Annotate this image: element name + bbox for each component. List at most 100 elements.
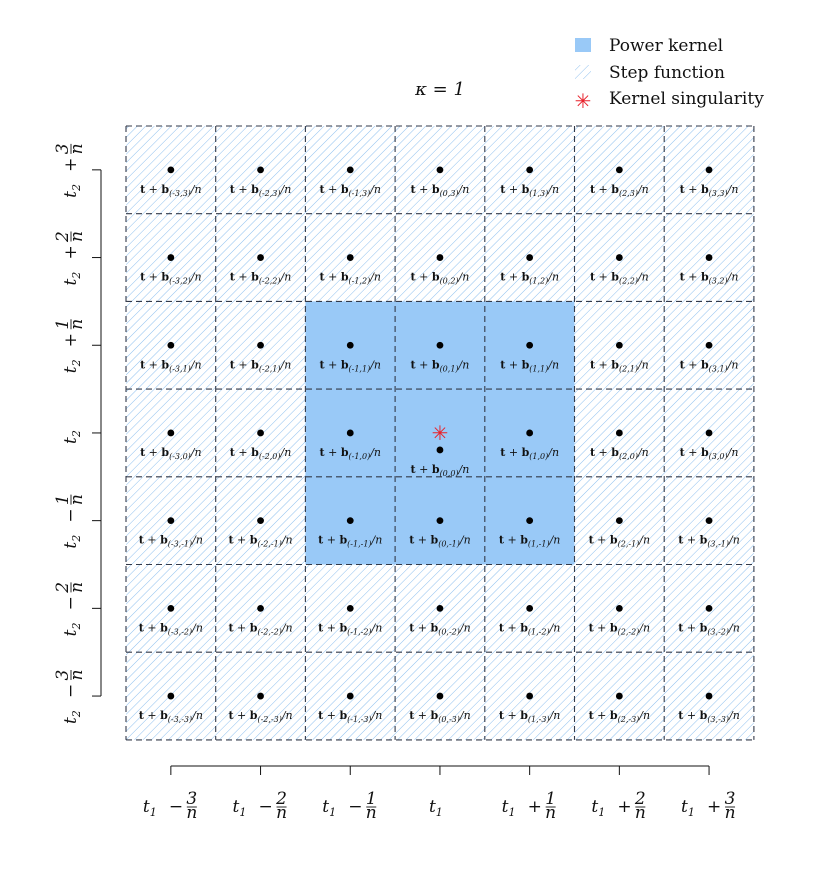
svg-text:t2: t2 — [61, 430, 83, 444]
svg-text:t1: t1 — [502, 797, 516, 819]
legend-step-function-label: Step function — [609, 63, 725, 83]
legend-power-kernel-label: Power kernel — [609, 36, 723, 56]
grid-point — [615, 517, 623, 525]
cell-label: t + b(-1,3)/n — [320, 183, 381, 198]
svg-text:3: 3 — [725, 789, 736, 809]
legend-singularity-star-icon: ✳ — [575, 89, 592, 113]
legend-singularity-label: Kernel singularity — [609, 89, 764, 109]
cell-label: t + b(2,3)/n — [590, 183, 649, 198]
cell-label: t + b(3,-1)/n — [678, 534, 739, 549]
cell-label: t + b(-1,2)/n — [320, 271, 381, 286]
grid-point — [346, 429, 354, 437]
svg-text:−: − — [169, 797, 183, 817]
cell-label: t + b(-3,-1)/n — [139, 534, 203, 549]
cell-label: t + b(-3,0)/n — [140, 446, 201, 461]
svg-text:n: n — [366, 803, 377, 823]
svg-text:t2: t2 — [61, 184, 83, 198]
grid-point — [346, 166, 354, 174]
grid-point — [436, 166, 444, 174]
cell-label: t + b(2,-1)/n — [589, 534, 650, 549]
cell-label: t + b(1,2)/n — [500, 271, 559, 286]
svg-text:1: 1 — [545, 789, 556, 809]
svg-text:+: + — [707, 797, 721, 817]
grid-point — [346, 692, 354, 700]
svg-text:1: 1 — [366, 789, 377, 809]
grid-point — [615, 166, 623, 174]
svg-text:n: n — [67, 143, 87, 154]
grid-point — [167, 692, 175, 700]
cell-label: t + b(1,1)/n — [500, 358, 559, 373]
svg-text:t1: t1 — [681, 797, 695, 819]
grid-point — [615, 692, 623, 700]
cell-label: t + b(2,0)/n — [590, 446, 649, 461]
grid-point — [526, 254, 534, 261]
grid-point — [346, 341, 354, 349]
cell-label: t + b(0,-2)/n — [409, 621, 470, 636]
svg-text:n: n — [67, 494, 87, 505]
grid-point — [257, 341, 264, 349]
cell-label: t + b(-3,1)/n — [140, 358, 201, 373]
grid-point — [167, 429, 175, 437]
svg-text:2: 2 — [275, 789, 287, 809]
svg-text:n: n — [186, 803, 197, 823]
cell-label: t + b(0,2)/n — [411, 271, 470, 286]
svg-text:t2: t2 — [61, 710, 83, 724]
grid-point — [526, 604, 534, 612]
grid-point — [257, 517, 264, 525]
grid-point — [705, 517, 713, 525]
svg-text:+: + — [61, 158, 81, 172]
cell-label: t + b(2,1)/n — [590, 358, 649, 373]
grid-point — [257, 692, 264, 700]
cell-label: t + b(3,1)/n — [680, 358, 739, 373]
cell-label: t + b(3,3)/n — [680, 183, 739, 198]
legend-power-kernel-swatch — [575, 38, 591, 52]
svg-text:−: − — [348, 797, 362, 817]
grid-point — [526, 692, 534, 700]
svg-text:+: + — [61, 245, 81, 259]
svg-text:t2: t2 — [61, 623, 83, 637]
svg-text:2: 2 — [53, 582, 73, 594]
cell-label: t + b(3,2)/n — [680, 271, 739, 286]
axis-tick-label: t2−2n — [53, 582, 87, 636]
svg-text:t2: t2 — [61, 535, 83, 549]
cell-label: t + b(2,-3)/n — [589, 709, 650, 724]
axis-tick-label: t1 +3n — [681, 789, 735, 823]
svg-text:−: − — [61, 684, 81, 698]
cell-label: t + b(1,-1)/n — [499, 534, 560, 549]
cell-label: t + b(0,1)/n — [411, 358, 470, 373]
grid-point — [705, 341, 713, 349]
grid-point — [526, 166, 534, 174]
axis-tick-label: t1+1n — [502, 789, 556, 823]
svg-text:n: n — [725, 803, 736, 823]
svg-text:−: − — [61, 596, 81, 610]
cell-label: t + b(3,0)/n — [680, 446, 739, 461]
grid-point — [526, 429, 534, 437]
cell-label: t + b(-2,-1)/n — [228, 534, 292, 549]
svg-text:n: n — [635, 803, 646, 823]
grid-point — [705, 254, 713, 261]
svg-text:1: 1 — [53, 319, 73, 330]
axis-tick-label: t2+1n — [53, 319, 87, 373]
axis-tick-label: t2−3n — [53, 670, 87, 724]
svg-text:+: + — [61, 333, 81, 347]
grid-point — [346, 517, 354, 525]
svg-text:n: n — [67, 231, 87, 242]
axis-tick-label: t2 − 1n — [53, 494, 87, 548]
axis-tick-label: t2+3n — [53, 143, 87, 197]
svg-text:−: − — [61, 508, 81, 522]
svg-text:n: n — [67, 319, 87, 330]
cell-label: t + b(-2,0)/n — [230, 446, 291, 461]
svg-text:+: + — [617, 797, 631, 817]
axis-tick-label: t1−1n — [322, 789, 376, 823]
grid-point — [436, 446, 444, 454]
grid-point — [615, 341, 623, 349]
svg-text:1: 1 — [53, 494, 73, 505]
svg-text:t1: t1 — [143, 797, 157, 819]
axis-tick-label: t1+2n — [591, 789, 645, 823]
grid-point — [615, 604, 623, 612]
cell-label: t + b(3,-2)/n — [678, 621, 739, 636]
cell-label: t + b(-3,-2)/n — [139, 621, 203, 636]
cell-label: t + b(2,-2)/n — [589, 621, 650, 636]
cell-label: t + b(0,0)/n — [411, 463, 470, 478]
